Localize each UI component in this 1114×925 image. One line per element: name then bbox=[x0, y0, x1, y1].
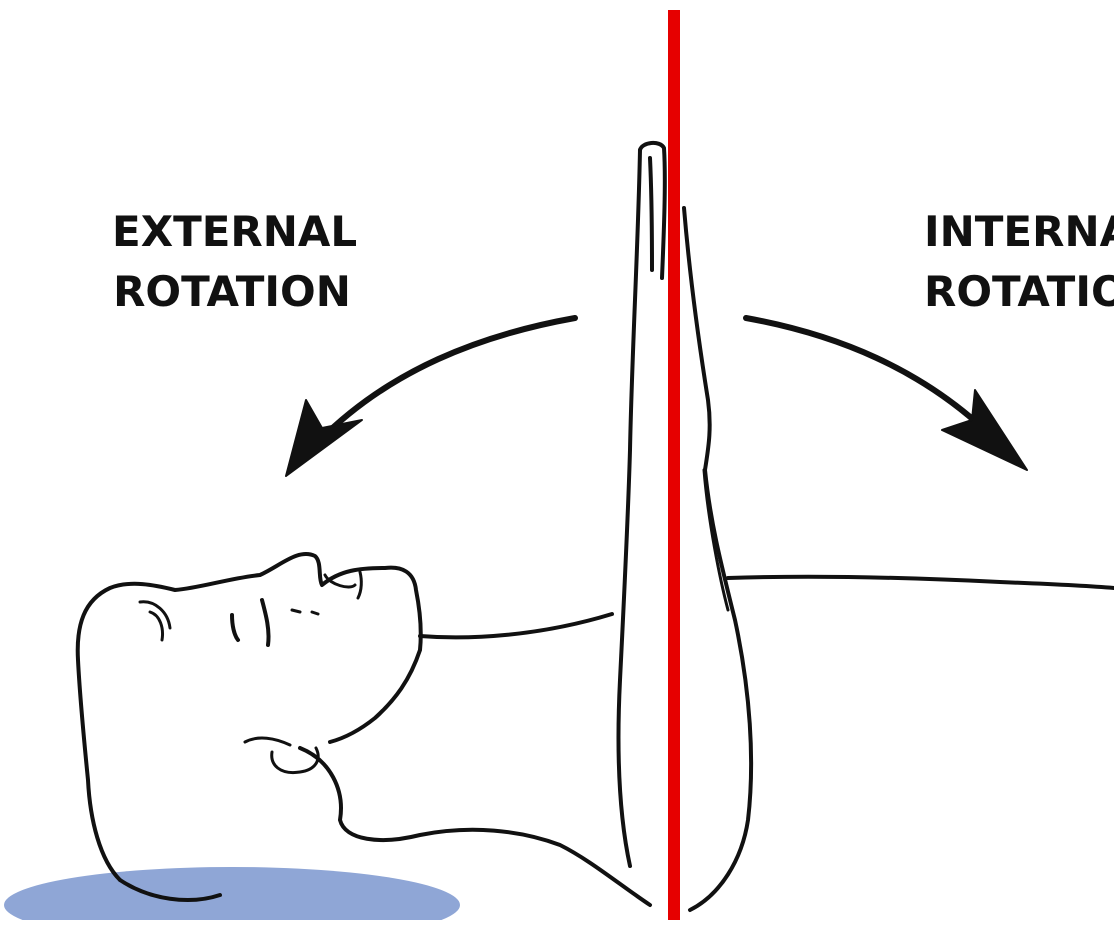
internal-rotation-arrow bbox=[746, 318, 1027, 470]
external-label-line1: EXTERNAL bbox=[112, 202, 352, 262]
forearm-left-edge bbox=[618, 150, 640, 866]
nose bbox=[325, 572, 361, 598]
vertical-reference-line bbox=[668, 10, 680, 920]
eye bbox=[232, 600, 269, 645]
internal-label-line2: ROTATION bbox=[924, 262, 1114, 322]
ear bbox=[140, 602, 170, 640]
chin-detail bbox=[245, 738, 318, 773]
external-label-line2: ROTATION bbox=[112, 262, 352, 322]
internal-rotation-label: INTERNAL ROTATION bbox=[924, 202, 1114, 322]
external-rotation-label: EXTERNAL ROTATION bbox=[112, 202, 352, 322]
upper-arm bbox=[728, 577, 1114, 588]
pillow bbox=[4, 867, 460, 920]
eyebrow bbox=[292, 610, 318, 614]
head-outline bbox=[78, 554, 421, 880]
hand bbox=[640, 143, 665, 278]
internal-label-line1: INTERNAL bbox=[924, 202, 1114, 262]
external-rotation-arrow bbox=[286, 318, 575, 476]
neck-line bbox=[420, 614, 612, 637]
